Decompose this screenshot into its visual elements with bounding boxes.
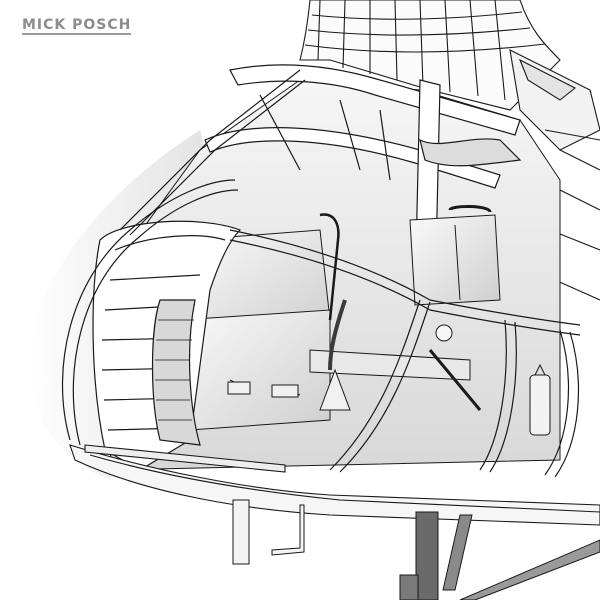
floor-belly: [69, 444, 600, 526]
landing-gear: [232, 499, 600, 600]
fire-extinguisher: [529, 363, 551, 436]
center-console: [309, 299, 482, 411]
watermark: MICK POSCH: [22, 17, 132, 35]
right-door-frame: [229, 229, 581, 478]
left-door-arch: [92, 220, 242, 471]
windscreen-arch: [61, 69, 306, 446]
right-seat: [409, 205, 501, 306]
upper-fuselage-mesh: [299, 0, 600, 301]
